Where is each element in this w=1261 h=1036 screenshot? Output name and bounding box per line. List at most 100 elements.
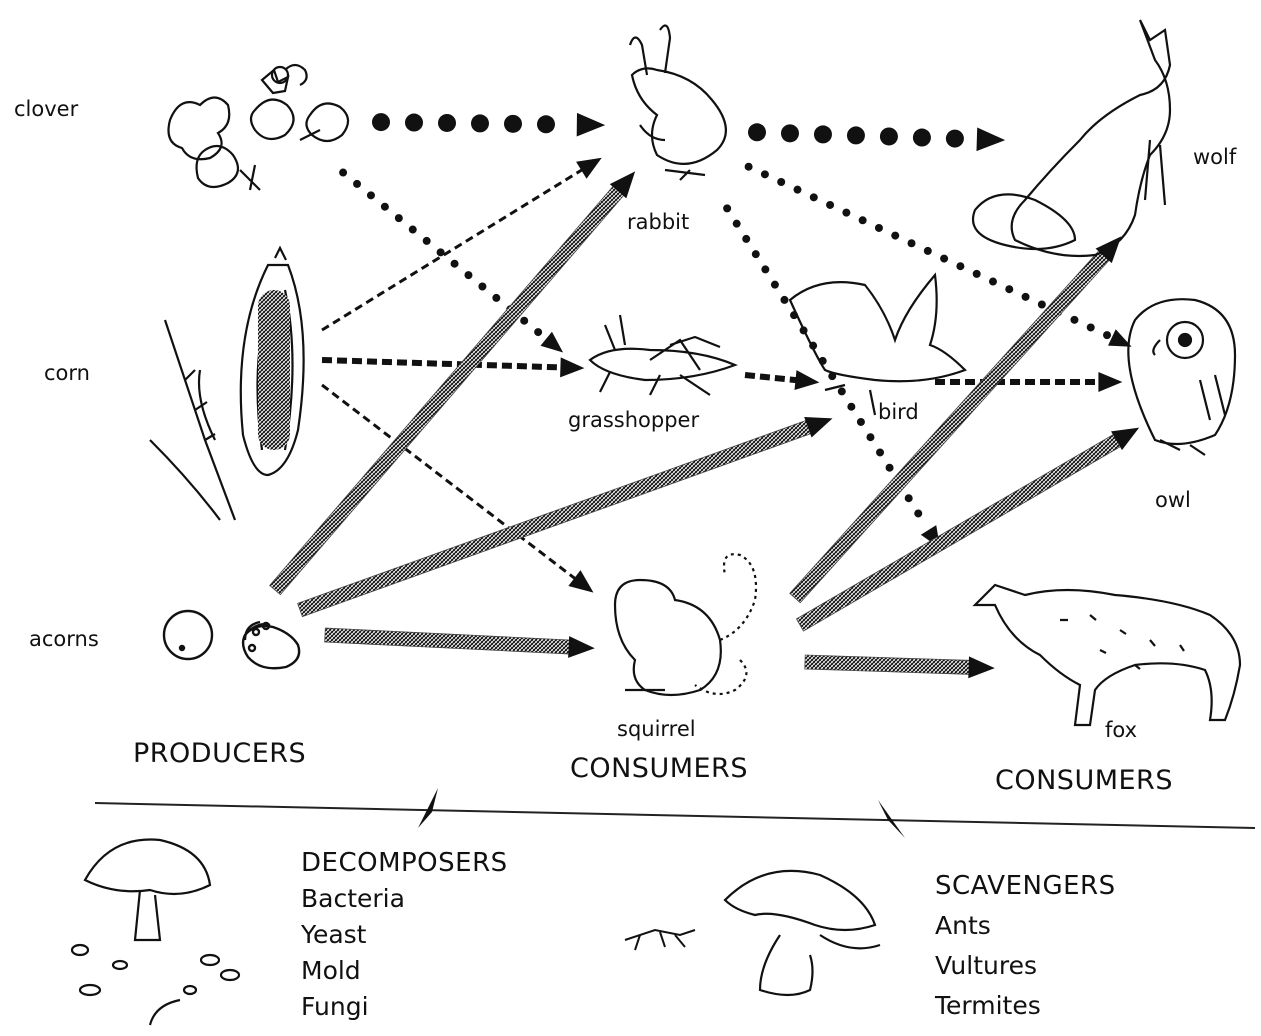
link-dot — [1087, 323, 1095, 331]
link-rabbit-to-fox — [723, 204, 940, 548]
link-dot — [781, 124, 799, 142]
link-dot — [956, 262, 964, 270]
link-dot — [859, 216, 867, 224]
link-band — [790, 246, 1114, 603]
link-dot — [913, 129, 931, 147]
link-dot — [748, 123, 766, 141]
links-layer — [270, 113, 1139, 678]
link-grasshopper-to-bird — [745, 370, 819, 390]
link-dot — [905, 494, 913, 502]
link-line — [322, 167, 586, 330]
link-arrowhead — [577, 113, 606, 137]
link-dot — [451, 260, 459, 268]
label-clover: clover — [14, 97, 78, 121]
scavenger-item: Vultures — [935, 946, 1116, 986]
label-fox: fox — [1105, 718, 1137, 742]
link-dot — [752, 250, 760, 258]
link-dot — [914, 509, 922, 517]
label-owl: owl — [1155, 488, 1191, 512]
link-dot — [866, 433, 874, 441]
vulture-icon — [725, 871, 880, 995]
link-dot — [940, 255, 948, 263]
link-dot — [761, 170, 769, 178]
link-dot — [1103, 331, 1111, 339]
link-squirrel-to-fox — [805, 655, 995, 678]
link-dot — [847, 403, 855, 411]
link-dot — [478, 283, 486, 291]
scavengers-group: SCAVENGERS Ants Vultures Termites — [935, 866, 1116, 1026]
link-dot — [353, 180, 361, 188]
link-dot — [534, 328, 542, 336]
link-dot — [471, 114, 489, 132]
link-dot — [886, 464, 894, 472]
decomposer-item: Fungi — [301, 989, 508, 1025]
link-dot — [771, 281, 779, 289]
label-grasshopper: grasshopper — [568, 408, 699, 432]
decomposer-item: Yeast — [301, 917, 508, 953]
link-dot — [733, 220, 741, 228]
link-dot — [723, 204, 731, 212]
link-dot — [464, 271, 472, 279]
link-squirrel-to-wolf — [790, 236, 1121, 602]
link-arrowhead — [568, 570, 593, 593]
link-dot — [1038, 301, 1046, 309]
squirrel-icon — [615, 554, 756, 695]
link-dot — [826, 201, 834, 209]
clover-icon — [169, 65, 349, 190]
link-rabbit-to-wolf — [748, 123, 1005, 151]
link-dot — [973, 270, 981, 278]
link-dot — [857, 418, 865, 426]
link-bird-to-owl — [935, 372, 1122, 392]
link-line — [745, 375, 801, 381]
link-dot — [847, 126, 865, 144]
link-dot — [423, 237, 431, 245]
link-arrowhead — [576, 158, 602, 179]
link-dot — [372, 113, 390, 131]
link-dot — [504, 115, 522, 133]
label-rabbit: rabbit — [627, 210, 689, 234]
mushroom-icon — [72, 840, 239, 1026]
link-dot — [1005, 285, 1013, 293]
decomposer-item: Mold — [301, 953, 508, 989]
link-dot — [780, 296, 788, 304]
link-dot — [777, 178, 785, 186]
link-dot — [339, 169, 347, 177]
link-dot — [876, 448, 884, 456]
link-dot — [838, 387, 846, 395]
link-dot — [537, 115, 555, 133]
link-band — [298, 418, 818, 616]
decomposer-arrow — [418, 788, 438, 828]
wolf-icon — [973, 20, 1170, 256]
link-dot — [842, 209, 850, 217]
decomposers-group: DECOMPOSERS Bacteria Yeast Mold Fungi — [301, 845, 508, 1025]
link-arrowhead — [568, 636, 595, 658]
label-squirrel: squirrel — [617, 717, 696, 741]
link-dot — [742, 235, 750, 243]
link-dot — [438, 114, 456, 132]
link-dot — [946, 130, 964, 148]
link-dot — [1022, 293, 1030, 301]
link-dot — [381, 203, 389, 211]
heading-consumers-primary: CONSUMERS — [570, 753, 748, 784]
link-corn-to-rabbit — [322, 158, 602, 330]
grasshopper-icon — [590, 315, 735, 395]
link-band — [805, 655, 976, 675]
link-band — [325, 628, 577, 654]
link-dot — [745, 163, 753, 171]
link-dot — [492, 294, 500, 302]
owl-icon — [1128, 299, 1235, 455]
link-dot — [1070, 316, 1078, 324]
label-wolf: wolf — [1193, 145, 1236, 169]
link-dot — [810, 193, 818, 201]
link-dot — [520, 317, 528, 325]
corn-icon — [150, 248, 304, 520]
decomposers-title: DECOMPOSERS — [301, 845, 508, 881]
scavengers-title: SCAVENGERS — [935, 866, 1116, 906]
link-acorns-to-rabbit — [270, 171, 635, 594]
link-dot — [924, 247, 932, 255]
link-dot — [793, 186, 801, 194]
link-dot — [409, 226, 417, 234]
link-rabbit-to-owl — [745, 163, 1132, 347]
link-dot — [814, 125, 832, 143]
ant-icon — [625, 930, 695, 950]
